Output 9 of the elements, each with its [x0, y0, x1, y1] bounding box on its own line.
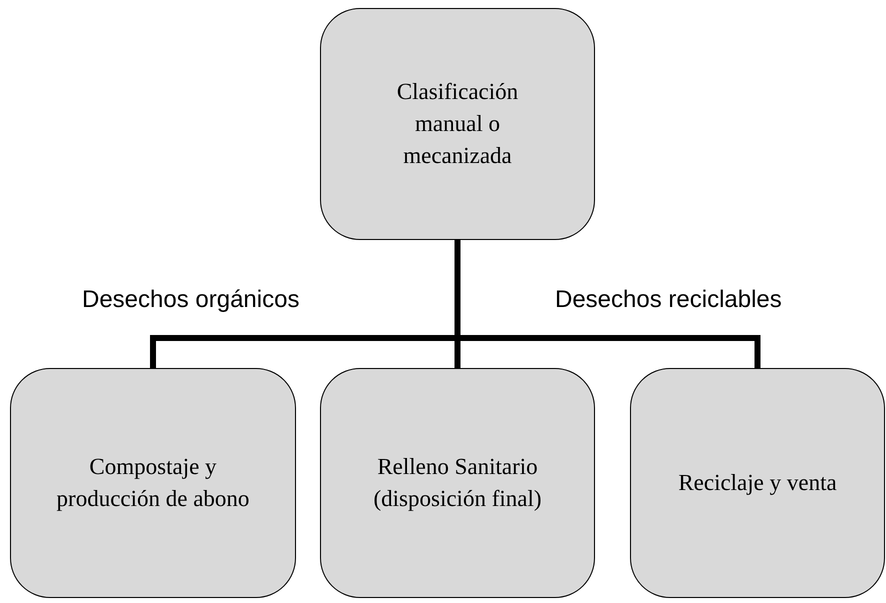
process-box [320, 8, 595, 240]
box-text: Clasificación manual o mecanizada [396, 78, 520, 170]
box-text: Relleno Sanitario (disposición final) [372, 452, 542, 513]
box-text: Compostaje y producción de abono [56, 452, 250, 513]
box-text: Reciclaje y venta [678, 468, 837, 497]
process-box [10, 368, 296, 598]
edge-label: Desechos orgánicos [82, 286, 300, 314]
process-box [320, 368, 595, 598]
process-box [630, 368, 885, 598]
